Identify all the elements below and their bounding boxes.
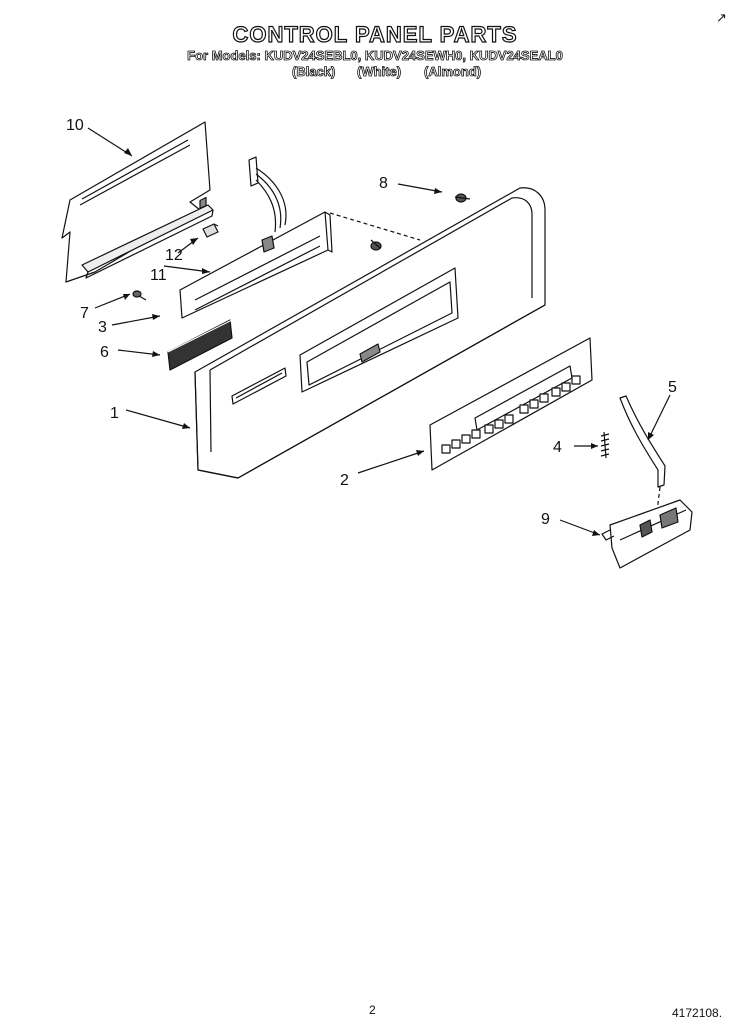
callout-8: 8	[379, 175, 388, 192]
callout-6: 6	[100, 344, 109, 361]
part-4-spring	[600, 431, 610, 459]
part-3-control-board	[179, 196, 421, 319]
variant-black: (Black)	[292, 64, 336, 80]
callout-11: 11	[150, 267, 167, 284]
callout-10: 10	[66, 117, 84, 134]
page-number: 2	[369, 1003, 376, 1017]
part-12-clip	[202, 223, 219, 238]
callout-12: 12	[165, 247, 183, 264]
callout-2: 2	[340, 472, 349, 489]
corner-arrow-icon: ↗	[716, 10, 727, 25]
variant-almond: (Almond)	[424, 64, 482, 80]
part-5-rod	[619, 395, 666, 521]
part-6-foam-strip	[167, 319, 233, 371]
part-9-latch	[601, 499, 693, 569]
page-title: CONTROL PANEL PARTS	[232, 21, 518, 47]
part-11-strip	[81, 204, 214, 279]
callout-9: 9	[541, 511, 550, 528]
part-7-screw	[132, 290, 147, 301]
part-10-rear-panel	[61, 121, 211, 283]
variant-white: (White)	[357, 64, 402, 80]
document-number: 4172108.	[672, 1006, 723, 1020]
wire-harness	[248, 156, 287, 233]
callout-7: 7	[80, 305, 89, 322]
part-8-screws	[370, 193, 471, 251]
callout-1: 1	[110, 405, 119, 422]
models-line: For Models: KUDV24SEBL0, KUDV24SEWH0, KU…	[187, 48, 563, 64]
part-1-control-console	[194, 187, 546, 479]
callout-4: 4	[553, 439, 562, 456]
callout-3: 3	[98, 319, 107, 336]
callout-5: 5	[668, 379, 677, 396]
part-2-touch-pad	[429, 337, 593, 471]
